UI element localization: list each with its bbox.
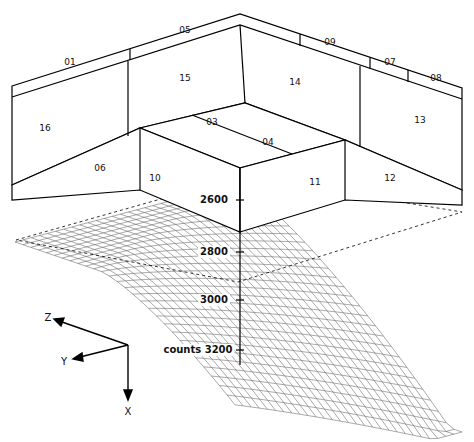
mesh-line (137, 210, 357, 424)
mesh-line (133, 293, 360, 306)
mesh-line (96, 221, 316, 417)
panel-number: 11 (309, 178, 320, 187)
mesh-line (80, 225, 300, 414)
mesh-line (56, 231, 276, 410)
mesh-line (156, 316, 383, 336)
mesh-line (219, 385, 446, 422)
panel-number: 06 (94, 164, 105, 173)
panel-number: 03 (206, 118, 217, 127)
axis-tick-label: 2600 (198, 194, 230, 206)
axis-tick-label: 2800 (198, 246, 230, 258)
axis-title: counts 3200 (161, 344, 234, 356)
axis-tick-label: 3000 (198, 294, 230, 306)
mesh-line (47, 233, 267, 409)
panel-number: 01 (64, 58, 75, 67)
panel-number: 07 (384, 58, 395, 67)
mesh-line (39, 236, 259, 409)
mesh-line (204, 367, 431, 400)
mesh-line (227, 395, 454, 431)
panel-number: 15 (179, 74, 190, 83)
mesh-line (161, 203, 381, 428)
axis-letter: X (125, 407, 132, 417)
mesh-line (235, 405, 462, 439)
axis-letter: Z (45, 313, 52, 323)
panel-number: 14 (289, 78, 300, 87)
mesh-line (72, 227, 292, 413)
mesh-line (104, 218, 324, 418)
mesh-line (153, 206, 373, 428)
axis-letter: Y (61, 357, 67, 367)
mesh-line (117, 278, 344, 287)
panel-number: 09 (324, 38, 335, 47)
panel-number: 12 (384, 174, 395, 183)
coordinate-axes (54, 318, 132, 400)
mesh-line (193, 195, 413, 435)
mesh-line (149, 308, 376, 326)
mesh-line (196, 358, 423, 389)
mesh-line (109, 271, 336, 278)
count-axis (236, 168, 244, 365)
mesh-line (177, 199, 397, 432)
panel-number: 10 (149, 174, 160, 183)
mesh-line (112, 216, 332, 419)
detector-array (12, 14, 462, 232)
panel-number: 08 (430, 74, 441, 83)
panel-number: 16 (39, 124, 50, 133)
mesh-line (78, 241, 305, 264)
panel-number: 13 (414, 116, 425, 125)
panel-number: 04 (262, 138, 273, 147)
mesh-line (129, 212, 349, 423)
panel-number: 05 (179, 26, 190, 35)
